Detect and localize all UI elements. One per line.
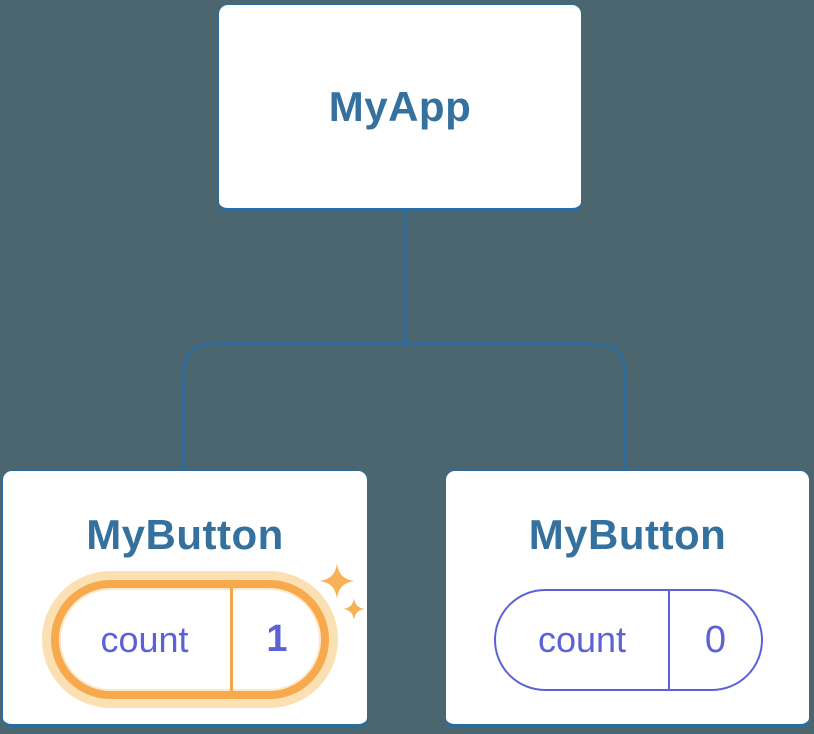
- state-key-cell: count: [496, 591, 670, 689]
- state-value: 0: [704, 618, 727, 661]
- state-key-label: count: [537, 619, 627, 660]
- component-node-mybutton-right: MyButton count 0: [445, 470, 810, 728]
- state-pill-highlighted: count 1: [51, 580, 329, 699]
- component-name-mybutton-left: MyButton: [86, 511, 284, 558]
- component-node-myapp: MyApp: [218, 4, 582, 212]
- connector-branch: [182, 342, 627, 470]
- component-name-myapp: MyApp: [328, 82, 472, 130]
- state-key-label: count: [100, 618, 189, 660]
- sparkle-large: [319, 563, 355, 599]
- state-pill-plain: count 0: [494, 589, 763, 691]
- state-key-cell: count: [59, 588, 233, 691]
- state-value-cell: 1: [233, 588, 321, 691]
- sparkle-icon: [319, 563, 365, 620]
- state-value: 1: [266, 618, 288, 660]
- component-name-mybutton-right: MyButton: [528, 511, 727, 558]
- component-node-mybutton-left: MyButton count 1: [2, 470, 368, 728]
- state-value-cell: 0: [670, 591, 761, 689]
- sparkle-small: [343, 598, 365, 620]
